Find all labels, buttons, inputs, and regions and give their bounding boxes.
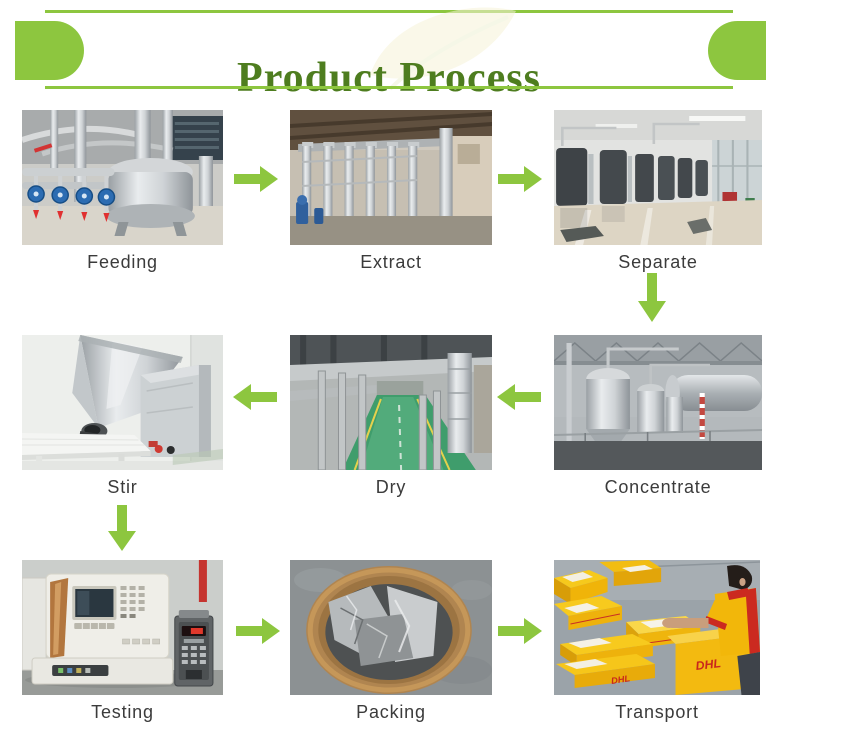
packing-photo — [290, 560, 492, 695]
step-label-stir: Stir — [107, 477, 138, 497]
step-label-testing: Testing — [91, 702, 154, 722]
stir-photo — [22, 335, 223, 470]
step-packing: Packing — [290, 560, 492, 723]
dhl-brand-text: DHL — [610, 673, 631, 686]
step-concentrate: Concentrate — [554, 335, 762, 498]
step-label-dry: Dry — [375, 477, 407, 497]
step-stir: Stir — [22, 335, 223, 498]
step-label-packing: Packing — [356, 702, 426, 722]
dry-photo — [290, 335, 492, 470]
header-right-pill — [708, 21, 766, 80]
header-left-pill — [15, 21, 84, 80]
transport-photo: DHL DHL — [554, 560, 760, 695]
step-label-transport: Transport — [615, 702, 699, 722]
step-extract: Extract — [290, 110, 492, 273]
step-label-extract: Extract — [360, 252, 422, 272]
concentrate-photo — [554, 335, 762, 470]
page-title: Product Process — [237, 55, 541, 102]
flow-arrow-separate-to-concentrate-down-icon — [637, 273, 667, 323]
testing-photo — [22, 560, 223, 695]
step-label-separate: Separate — [618, 252, 698, 272]
step-feeding: Feeding — [22, 110, 223, 273]
flow-arrow-concentrate-to-dry-left-icon — [497, 383, 541, 411]
step-label-concentrate: Concentrate — [604, 477, 712, 497]
flow-arrow-packing-to-transport-right-icon — [498, 617, 542, 645]
flow-arrow-stir-to-testing-down-icon — [107, 505, 137, 552]
flow-arrow-extract-to-separate-right-icon — [498, 165, 542, 193]
header-top-line — [45, 10, 733, 13]
flow-arrow-dry-to-stir-left-icon — [233, 383, 277, 411]
step-dry: Dry — [290, 335, 492, 498]
step-separate: Separate — [554, 110, 762, 273]
step-testing: Testing — [22, 560, 223, 723]
step-label-feeding: Feeding — [87, 252, 158, 272]
separate-photo — [554, 110, 762, 245]
flow-arrow-testing-to-packing-right-icon — [236, 617, 280, 645]
dhl-brand-text: DHL — [695, 656, 722, 673]
extract-photo — [290, 110, 492, 245]
leaf-watermark-icon — [370, 7, 516, 91]
header-bottom-line — [45, 86, 733, 89]
feeding-photo — [22, 110, 223, 245]
flow-arrow-feeding-to-extract-right-icon — [234, 165, 278, 193]
step-transport: DHL DHL Transport — [554, 560, 760, 723]
